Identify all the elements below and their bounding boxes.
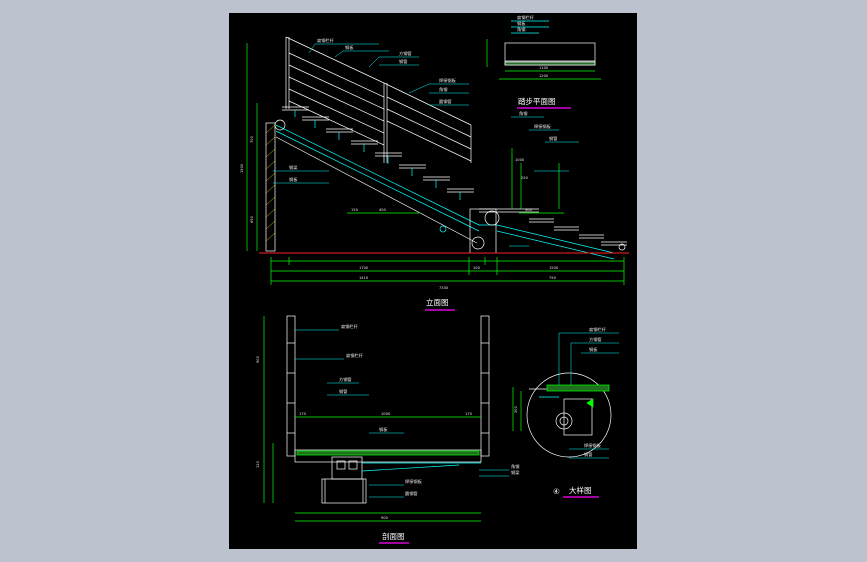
dim-mid-5: 300 <box>525 208 533 212</box>
dim-section-side-l: 170 <box>299 412 307 416</box>
dim-lower-right: 750 <box>549 276 557 280</box>
dim-plan-inner: 1100 <box>539 66 549 70</box>
dim-section-bottom: 900 <box>381 516 389 520</box>
label-sec-2: 扁钢栏杆 <box>346 352 364 359</box>
label-det-4: 焊接钢板 <box>584 442 602 449</box>
elevation-view <box>246 36 629 285</box>
label-sec-4: 钢管 <box>339 388 347 395</box>
dim-sec-h1: 900 <box>256 355 260 363</box>
detail-marker: ④ <box>553 487 560 496</box>
label-plan-1: 扁钢栏杆 <box>517 14 535 21</box>
label-angle-2: 角钢 <box>519 110 527 117</box>
label-square-tube: 方钢管 <box>399 50 412 57</box>
dim-mid-1: 1000 <box>515 158 525 162</box>
label-det-2: 方钢管 <box>589 336 602 343</box>
dim-mid-2: 250 <box>521 176 529 180</box>
title-section: 剖面图 <box>382 531 405 541</box>
title-tread-plan: 踏步平面图 <box>518 96 556 106</box>
title-elevation: 立面图 <box>426 297 449 307</box>
dim-plan-outer: 1200 <box>539 74 549 78</box>
label-steel-beam: 钢梁 <box>289 164 298 171</box>
dim-left-run: 1700 <box>359 266 369 270</box>
dim-height-total: 1500 <box>240 163 244 173</box>
label-welded-plate: 焊接钢板 <box>439 77 457 84</box>
label-steel-tube-2: 钢管 <box>549 135 557 142</box>
label-det-1: 扁钢栏杆 <box>589 326 607 333</box>
detail-view <box>512 332 619 459</box>
label-steel-plate: 钢板 <box>345 44 354 51</box>
tread-plan <box>486 20 601 80</box>
dim-sec-h2: 120 <box>256 460 260 468</box>
drawing-canvas: 立面图 剖面图 大样图 踏步平面图 ④ 扁钢栏杆 钢板 方钢管 钢管 焊接钢板 … <box>240 14 629 544</box>
label-angle-steel: 角钢 <box>439 86 447 93</box>
label-plan-3: 角钢 <box>517 26 525 33</box>
dim-h-700: 700 <box>250 135 254 143</box>
label-steel-tube: 钢管 <box>399 58 407 65</box>
label-flat-steel-bars: 扁钢栏杆 <box>317 37 335 44</box>
label-sec-3: 方钢管 <box>339 376 352 383</box>
label-welded-2: 焊接钢板 <box>534 123 552 130</box>
label-det-3: 钢板 <box>589 346 598 353</box>
dim-right-run: 1500 <box>549 266 559 270</box>
dim-det-h: 300 <box>514 405 518 413</box>
label-sec-5: 钢板 <box>379 426 388 433</box>
label-round-tube: 圆钢管 <box>439 98 452 105</box>
dim-h-650: 650 <box>250 215 254 223</box>
elevation-leaders <box>273 43 579 247</box>
label-sec-8: 焊接钢板 <box>405 478 423 485</box>
dim-section-side-r: 170 <box>465 412 473 416</box>
label-plan-2: 钢板 <box>517 20 526 27</box>
drawing-sheet: 立面图 剖面图 大样图 踏步平面图 ④ 扁钢栏杆 钢板 方钢管 钢管 焊接钢板 … <box>229 13 637 549</box>
dim-mid-3: 150 <box>351 208 359 212</box>
dim-total: 7330 <box>439 286 449 290</box>
dim-section-width: 1000 <box>381 412 391 416</box>
section-leaders <box>295 329 509 498</box>
label-sec-1: 扁钢栏杆 <box>341 323 359 330</box>
section-view <box>263 315 490 522</box>
dim-mid-4: 400 <box>379 208 387 212</box>
label-steel-plate-2: 钢板 <box>289 176 298 183</box>
dim-small-1: 100 <box>473 266 481 270</box>
label-sec-9: 圆钢管 <box>405 490 418 497</box>
title-detail: 大样图 <box>569 485 592 495</box>
label-sec-6: 角钢 <box>511 463 519 470</box>
title-underlines <box>379 107 599 544</box>
label-det-5: 钢管 <box>584 451 592 458</box>
dim-lower-left: 1410 <box>359 276 369 280</box>
label-sec-7: 钢梁 <box>511 469 520 476</box>
